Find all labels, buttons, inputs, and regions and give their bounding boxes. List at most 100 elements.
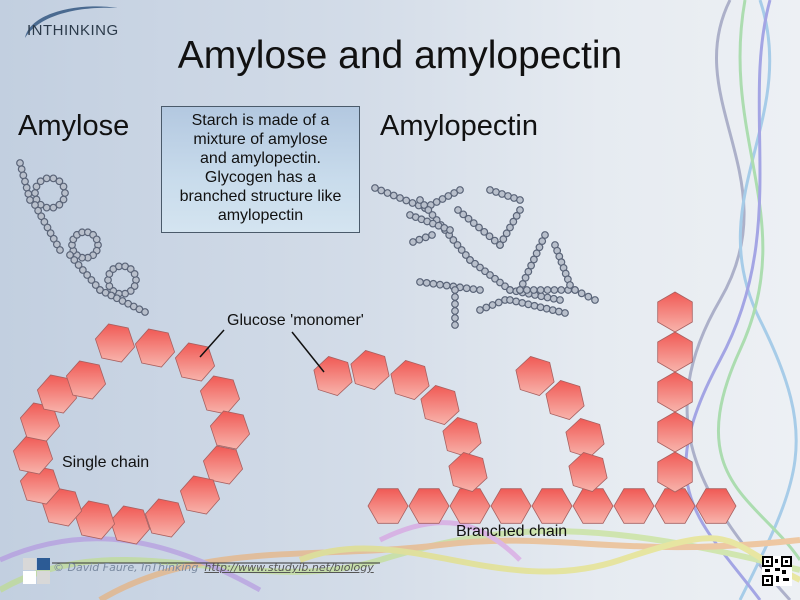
glucose-bead <box>408 199 417 207</box>
glucose-bead <box>518 279 527 288</box>
glucose-bead <box>536 286 545 294</box>
glucose-bead <box>476 286 484 294</box>
glucose-bead <box>87 276 96 284</box>
glucose-bead <box>516 196 524 204</box>
amylopectin-heading: Amylopectin <box>380 110 538 142</box>
glucose-bead <box>482 303 491 312</box>
glucose-hexagon <box>350 350 390 390</box>
glucose-bead <box>42 174 51 183</box>
glucose-bead <box>454 206 462 214</box>
glucose-bead <box>438 195 447 203</box>
glucose-bead <box>486 271 494 279</box>
glucose-hexagon <box>408 488 450 524</box>
glucose-bead <box>516 286 524 294</box>
glucose-bead <box>416 196 424 204</box>
glucose-hexagon <box>654 488 696 524</box>
glucose-bead <box>512 211 521 220</box>
glucose-bead <box>571 286 579 294</box>
info-line: amylopectin <box>217 207 304 224</box>
glucose-hexagon <box>565 418 605 458</box>
glucose-bead <box>141 308 149 316</box>
glucose-bead <box>464 214 473 223</box>
glucose-hexagon <box>199 375 241 415</box>
glucose-hexagon <box>74 500 116 540</box>
glucose-bead <box>488 301 497 309</box>
glucose-bead <box>516 206 524 214</box>
glucose-hexagon <box>657 291 693 333</box>
glucose-bead <box>529 286 538 294</box>
glucose-hexagon <box>19 465 61 505</box>
glucose-bead <box>17 165 26 174</box>
glucose-bead <box>428 231 436 239</box>
glucose-bead <box>537 292 546 301</box>
glucose-bead <box>496 278 504 287</box>
glucose-bead <box>424 206 433 214</box>
glucose-bead <box>91 281 100 289</box>
glucose-bead <box>451 286 459 294</box>
glucose-bead <box>449 236 458 244</box>
glucose-hexagon <box>134 328 176 368</box>
glucose-bead <box>371 184 379 192</box>
glucose-bead <box>543 286 552 294</box>
footer-credit: © David Faure, InThinking <box>53 561 199 574</box>
glucose-hexagon <box>94 323 136 363</box>
glucose-bead <box>428 211 437 219</box>
glucose-hexagon <box>515 356 555 396</box>
glucose-bead <box>541 231 549 239</box>
glucose-bead <box>538 237 547 246</box>
glucose-hexagon <box>367 488 409 524</box>
glucose-bead <box>105 270 114 278</box>
glucose-hexagon <box>545 380 585 420</box>
glucose-hexagon <box>420 385 460 425</box>
glucose-bead <box>461 251 470 259</box>
glucose-bead <box>415 235 424 244</box>
hexagon-chains <box>12 291 737 545</box>
glucose-bead <box>524 267 533 276</box>
glucose-bead <box>535 243 544 252</box>
glucose-bead <box>78 266 87 274</box>
glucose-bead <box>451 321 459 329</box>
glucose-bead <box>126 265 135 273</box>
glucose-bead <box>436 280 444 289</box>
bead-chains <box>16 159 599 329</box>
glucose-hexagon <box>695 488 737 524</box>
info-line: Glycogen has a <box>204 169 317 186</box>
glucose-bead <box>416 278 424 286</box>
glucose-hexagon <box>572 488 614 524</box>
footer-link[interactable]: http://www.studyib.net/biology <box>204 561 374 574</box>
glucose-bead <box>49 174 58 183</box>
glucose-bead <box>543 293 552 302</box>
slide-title: Amylose and amylopectin <box>177 34 623 77</box>
glucose-bead <box>70 256 79 264</box>
glucose-hexagon <box>490 488 532 524</box>
glucose-bead <box>66 251 74 259</box>
glucose-hexagon <box>209 410 251 450</box>
glucose-bead <box>36 177 45 186</box>
info-line: and amylopectin. <box>200 150 321 167</box>
glucose-bead <box>450 189 459 197</box>
glucose-bead <box>55 177 64 186</box>
glucose-bead <box>396 194 404 202</box>
glucose-bead <box>501 282 509 291</box>
glucose-bead <box>377 186 386 195</box>
glucose-bead <box>442 281 451 290</box>
glucose-bead <box>466 256 474 264</box>
glucose-bead <box>506 286 514 294</box>
inthinking-logo[interactable]: INTHINKING <box>27 22 119 39</box>
qr-code-icon[interactable] <box>762 556 792 586</box>
glucose-bead <box>432 198 441 206</box>
single-chain-label: Single chain <box>62 454 150 471</box>
glucose-bead <box>527 261 536 270</box>
glucose-bead <box>591 296 599 304</box>
glucose-hexagon <box>109 505 151 545</box>
glucose-hexagon <box>313 356 353 396</box>
glucose-bead <box>59 182 68 191</box>
glucose-hexagon <box>531 488 573 524</box>
info-line: Starch is made of a <box>191 112 330 129</box>
glucose-bead <box>409 238 417 246</box>
glucose-bead <box>83 271 92 279</box>
glucose-bead <box>383 189 392 197</box>
glucose-bead <box>459 210 468 219</box>
branched-chain-label: Branched chain <box>456 523 568 540</box>
